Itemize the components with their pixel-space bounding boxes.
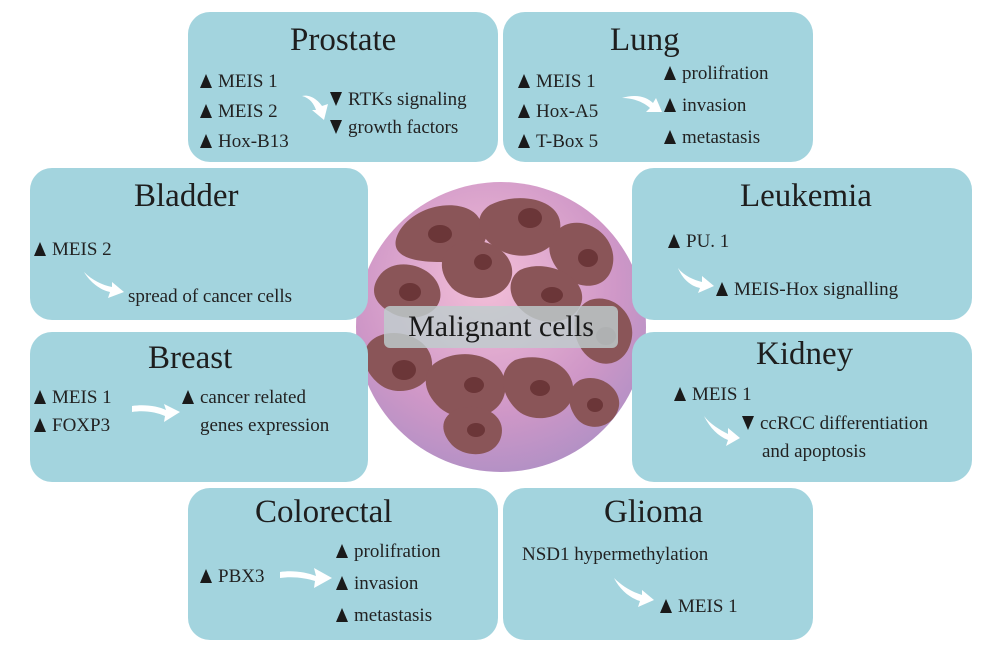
breast-factor-2: FOXP3 xyxy=(34,416,110,435)
prostate-arrow-icon xyxy=(302,95,328,120)
bladder-arrow-icon xyxy=(84,272,124,298)
kidney-effect-1: ccRCC differentiation xyxy=(742,414,928,433)
leukemia-effect-1: MEIS-Hox signalling xyxy=(716,280,898,299)
kidney-arrow-icon xyxy=(704,416,740,446)
panel-title-leukemia: Leukemia xyxy=(740,178,872,214)
lung-factor-1: MEIS 1 xyxy=(518,72,596,91)
kidney-factor-1: MEIS 1 xyxy=(674,385,752,404)
panel-kidney xyxy=(632,332,972,482)
leukemia-factor-1: PU. 1 xyxy=(668,232,729,251)
prostate-effect-1: RTKs signaling xyxy=(330,90,467,109)
lung-arrow-icon xyxy=(622,95,662,112)
panel-title-glioma: Glioma xyxy=(604,494,703,530)
breast-effect-2: genes expression xyxy=(200,415,330,436)
prostate-factor-2: MEIS 2 xyxy=(200,102,278,121)
glioma-arrow-icon xyxy=(614,578,654,607)
panel-title-kidney: Kidney xyxy=(756,336,854,372)
panel-title-lung: Lung xyxy=(610,22,680,58)
kidney-effect-2: and apoptosis xyxy=(762,441,866,462)
panel-glioma xyxy=(503,488,813,640)
panel-title-colorectal: Colorectal xyxy=(255,494,393,530)
bladder-effect-1: spread of cancer cells xyxy=(128,286,293,307)
cell-nuclei xyxy=(392,208,616,437)
colorectal-effect-2: invasion xyxy=(336,574,418,593)
lung-effect-2: invasion xyxy=(664,96,746,115)
colorectal-factor-1: PBX3 xyxy=(200,567,264,586)
bladder-factor-1: MEIS 2 xyxy=(34,240,112,259)
breast-factor-1: MEIS 1 xyxy=(34,388,112,407)
prostate-factor-3: Hox-B13 xyxy=(200,132,289,151)
colorectal-effect-1: prolifration xyxy=(336,542,441,561)
leukemia-arrow-icon xyxy=(678,268,714,293)
glioma-effect-1: MEIS 1 xyxy=(660,597,738,616)
breast-arrow-icon xyxy=(132,404,180,422)
panel-title-prostate: Prostate xyxy=(290,22,397,58)
center-label: Malignant cells xyxy=(384,306,618,348)
panel-title-breast: Breast xyxy=(148,340,233,376)
colorectal-effect-3: metastasis xyxy=(336,606,432,625)
lung-factor-2: Hox-A5 xyxy=(518,102,598,121)
prostate-effect-2: growth factors xyxy=(330,118,458,137)
glioma-factor-1: NSD1 hypermethylation xyxy=(522,544,709,565)
lung-effect-3: metastasis xyxy=(664,128,760,147)
colorectal-arrow-icon xyxy=(280,568,332,588)
prostate-factor-1: MEIS 1 xyxy=(200,72,278,91)
lung-factor-3: T-Box 5 xyxy=(518,132,598,151)
breast-effect-1: cancer related xyxy=(182,388,306,407)
lung-effect-1: prolifration xyxy=(664,64,769,83)
panel-title-bladder: Bladder xyxy=(134,178,239,214)
